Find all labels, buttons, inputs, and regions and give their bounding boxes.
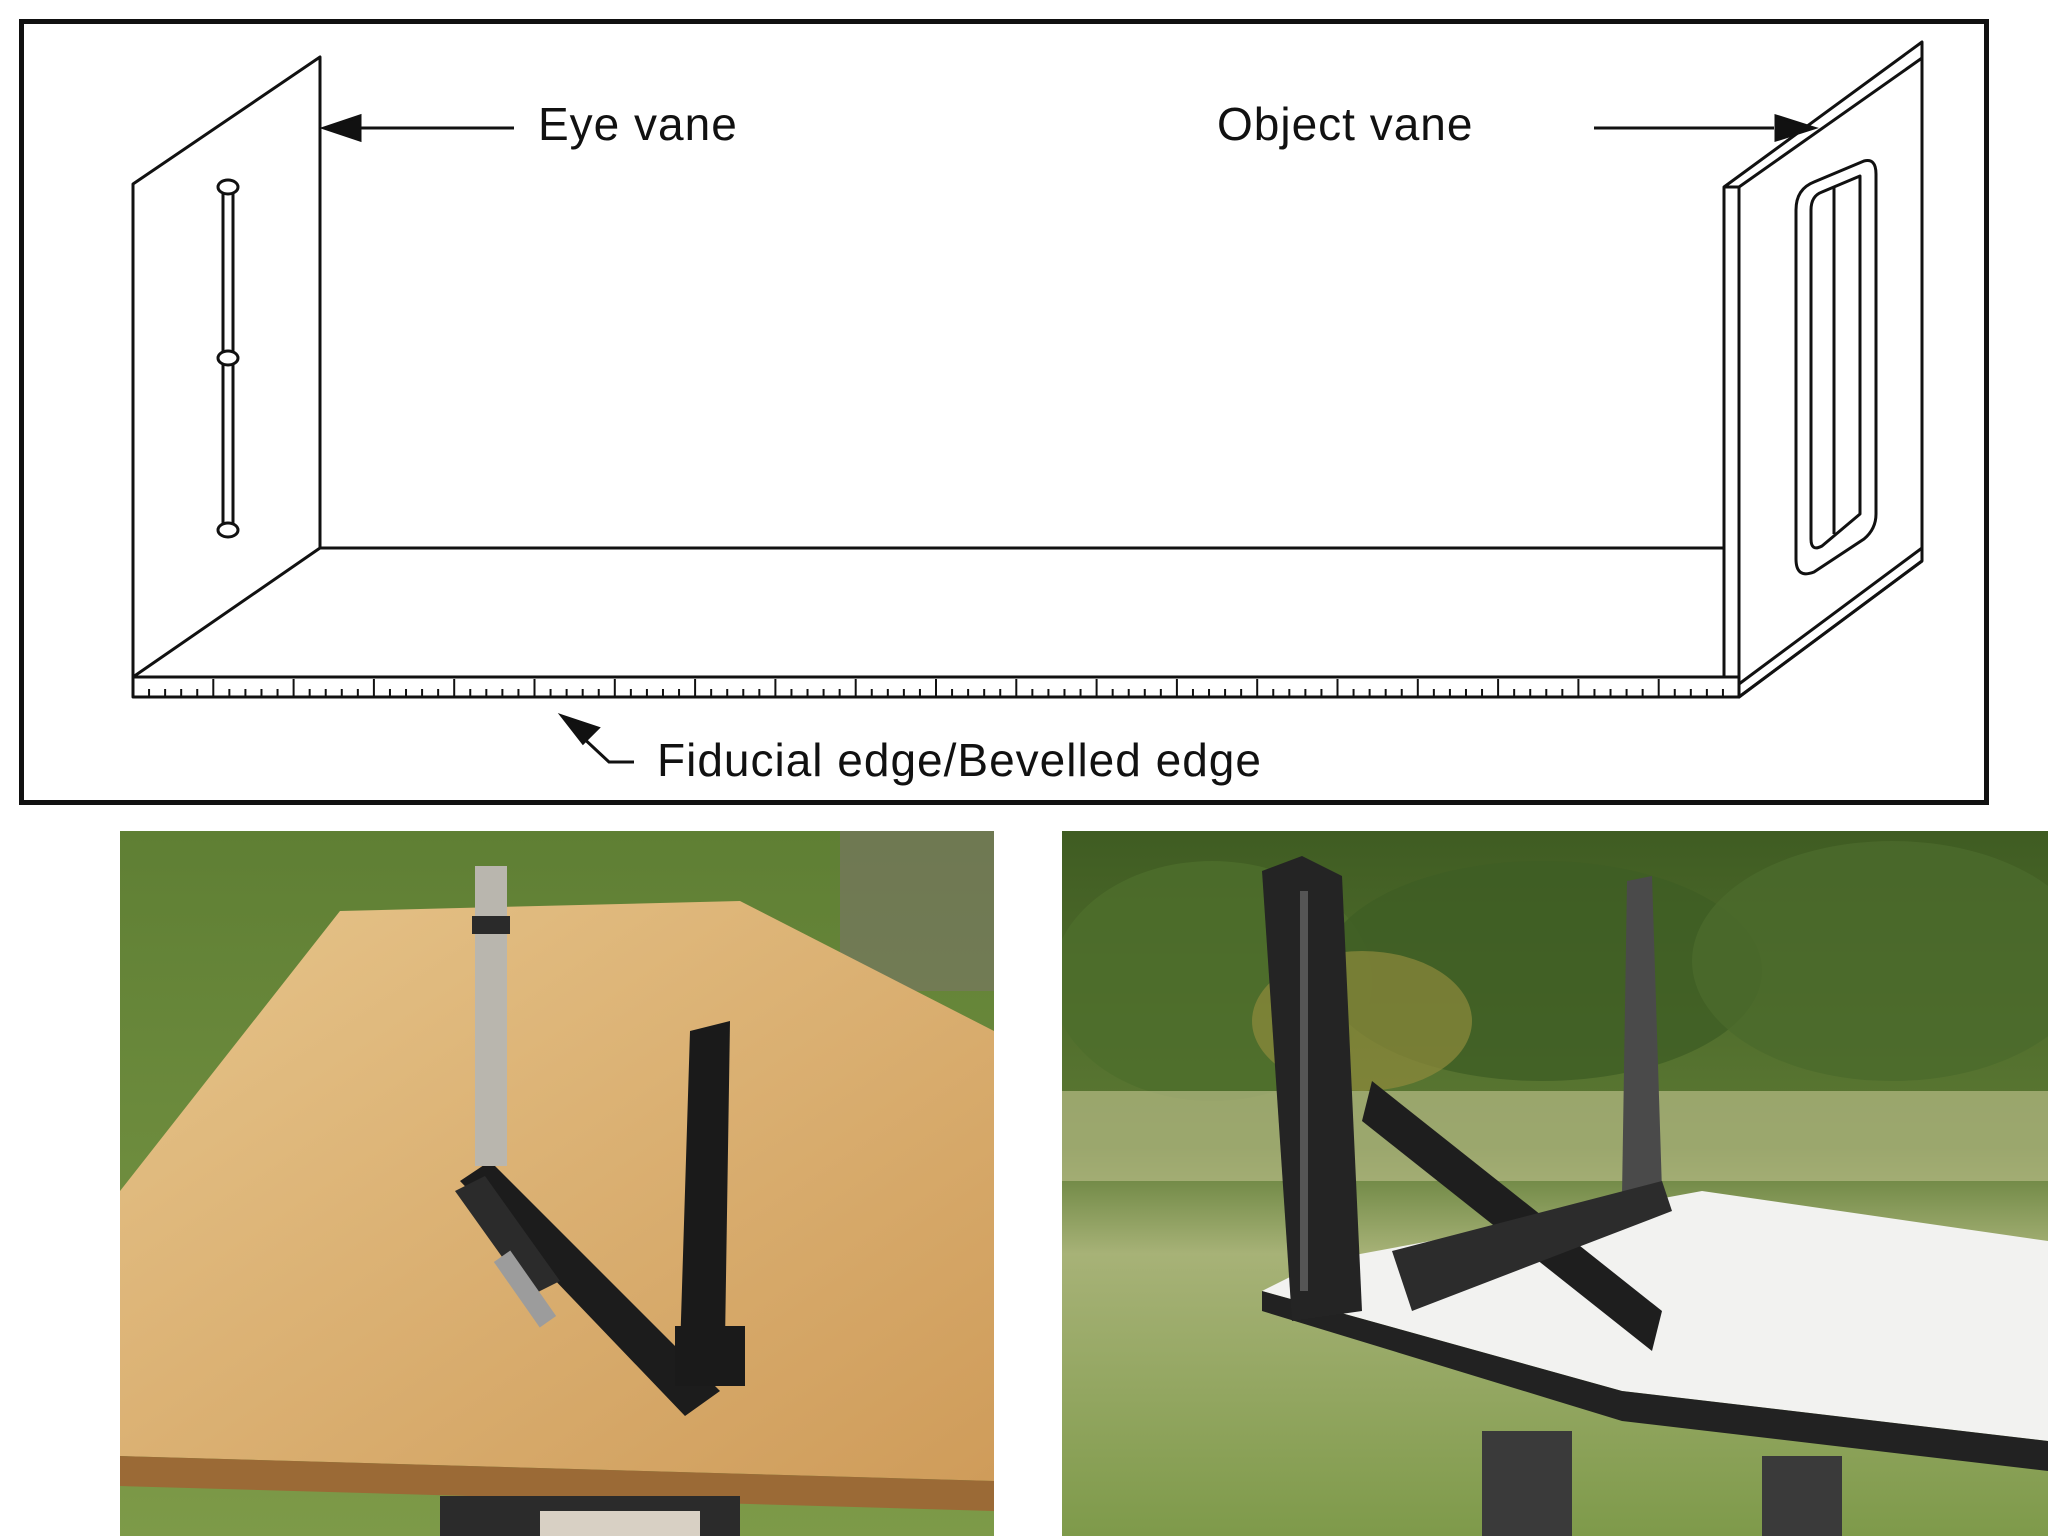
alidade-on-white-plane-table-photo [1062,831,2048,1536]
eye-vane-label: Eye vane [538,98,738,150]
eye-vane-arrow [319,113,514,143]
alidade-on-wooden-plane-table-photo [120,831,994,1536]
object-vane-shape [1722,40,1924,699]
photo-alidade-wooden-table [120,831,994,1536]
ruler-ticks [132,679,1740,697]
alidade-diagram: Eye vane Object vane Fiducial edge/Bevel… [131,40,1924,786]
diagram-panel: Eye vane Object vane Fiducial edge/Bevel… [19,19,1989,805]
fiducial-edge-arrow [557,713,634,764]
object-vane-arrow [1594,113,1819,143]
photo-alidade-white-table [1062,831,2048,1536]
eye-vane-shape [131,55,322,679]
object-vane-label: Object vane [1217,98,1473,150]
fiducial-edge-label: Fiducial edge/Bevelled edge [657,734,1262,786]
